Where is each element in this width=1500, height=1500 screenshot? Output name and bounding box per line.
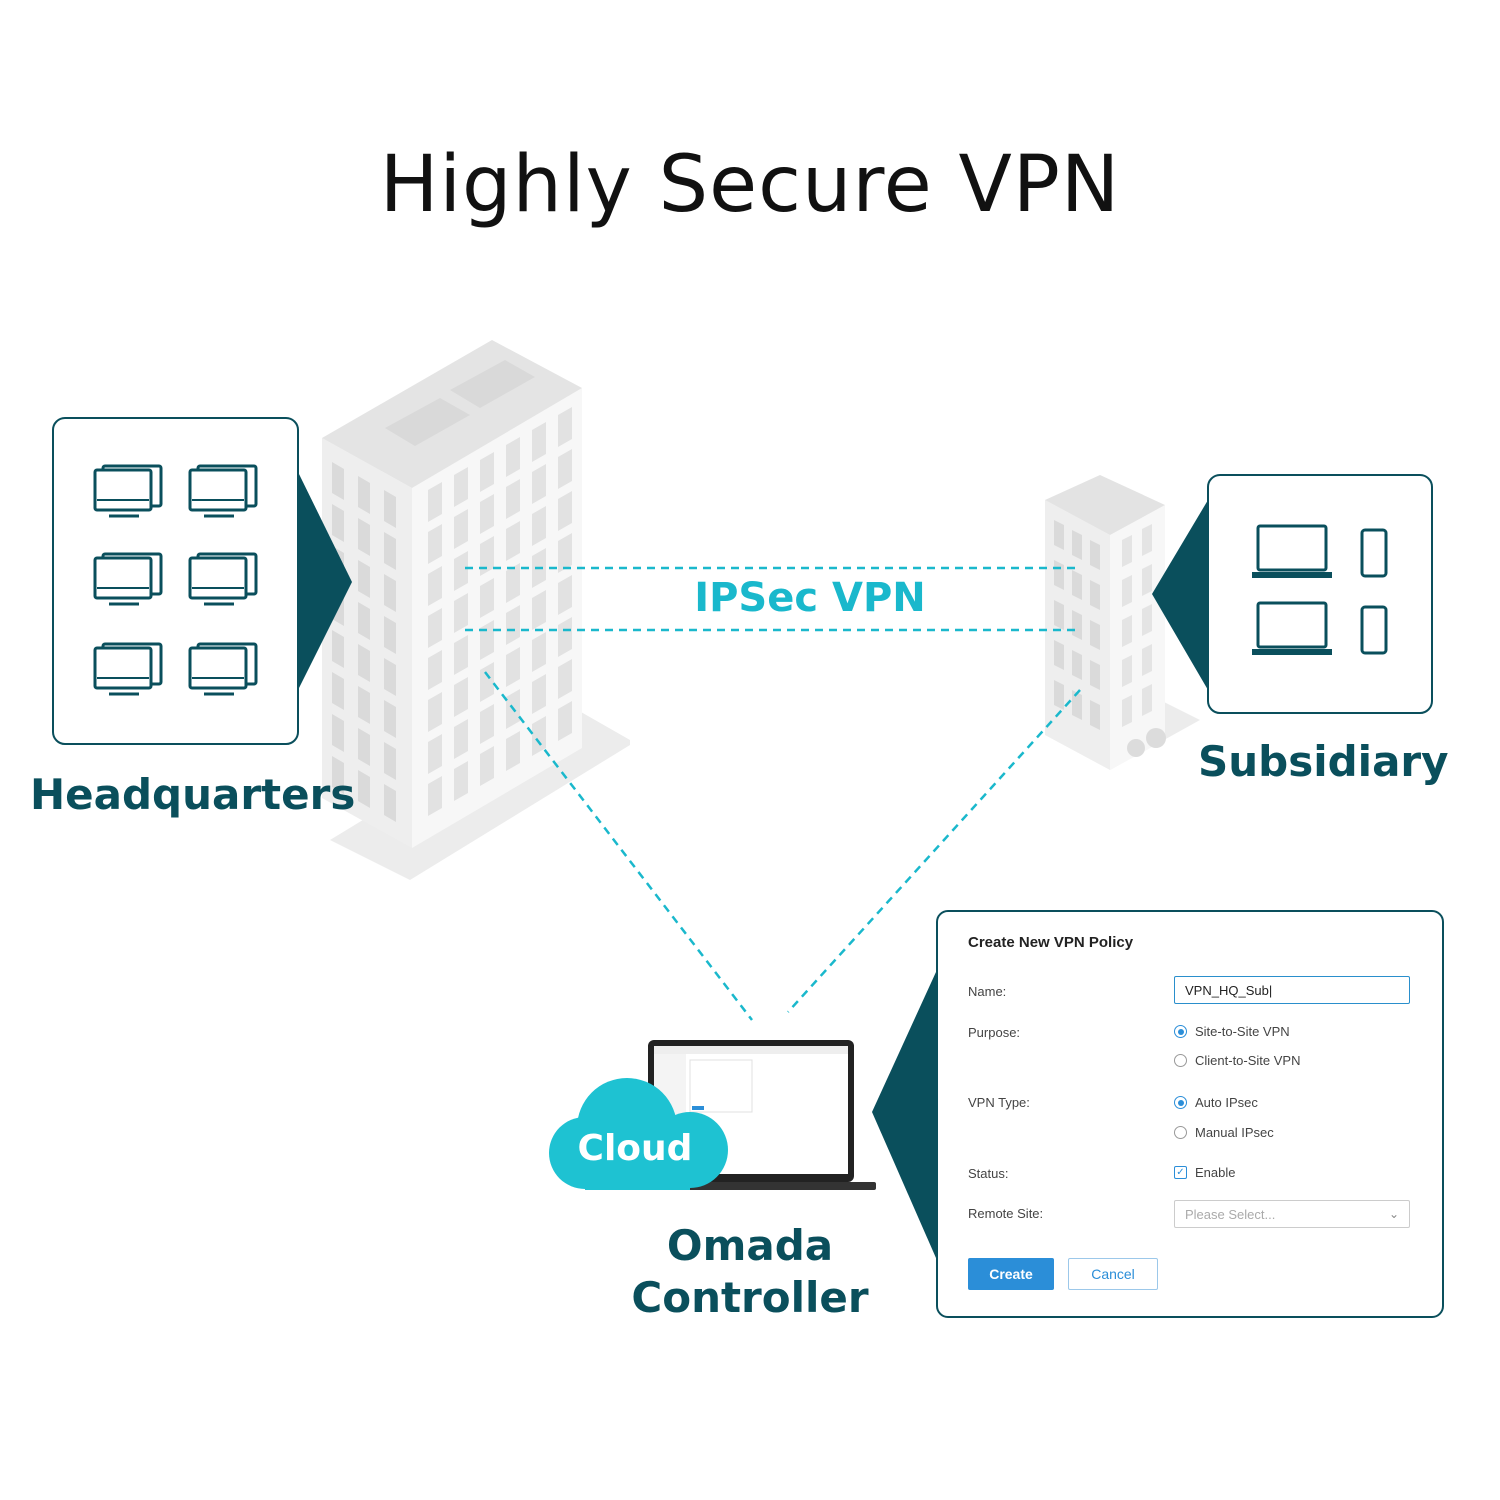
phone-icon (1360, 528, 1388, 578)
vpn-type-option-manual[interactable]: Manual IPsec (1174, 1125, 1274, 1140)
remote-site-placeholder: Please Select... (1185, 1206, 1276, 1222)
headquarters-label: Headquarters (30, 770, 356, 819)
purpose-option-site-to-site[interactable]: Site-to-Site VPN (1174, 1024, 1290, 1039)
hq-devices-panel (52, 417, 352, 745)
create-button[interactable]: Create (968, 1258, 1054, 1290)
ipsec-vpn-tunnel (465, 566, 1080, 632)
controller-label: Omada Controller (600, 1220, 900, 1324)
cloud-label: Cloud (577, 1128, 693, 1169)
subsidiary-label: Subsidiary (1198, 737, 1449, 786)
controller-links (484, 671, 1081, 1021)
chevron-down-icon: ⌄ (1388, 1207, 1399, 1221)
remote-site-label: Remote Site: (968, 1206, 1044, 1221)
laptop-icon (1252, 601, 1332, 655)
purpose-label: Purpose: (968, 1025, 1021, 1040)
laptop-icon (1252, 524, 1332, 578)
status-label: Status: (968, 1166, 1009, 1181)
ipsec-vpn-label: IPSec VPN (694, 575, 926, 621)
name-field[interactable] (1174, 976, 1410, 1004)
radio-unselected-icon[interactable] (1174, 1126, 1187, 1139)
cancel-button[interactable]: Cancel (1068, 1258, 1158, 1290)
purpose-option-label: Site-to-Site VPN (1195, 1024, 1290, 1039)
status-option-label: Enable (1195, 1165, 1236, 1180)
headquarters-building (322, 340, 582, 848)
purpose-option-label: Client-to-Site VPN (1195, 1053, 1301, 1068)
desktop-computer-icon (188, 552, 258, 606)
controller-label-line-2: Controller (631, 1273, 869, 1322)
radio-selected-icon[interactable] (1174, 1096, 1187, 1109)
vpn-type-label: VPN Type: (968, 1095, 1030, 1110)
desktop-computer-icon (93, 642, 163, 696)
desktop-computer-icon (188, 642, 258, 696)
phone-icon (1360, 605, 1388, 655)
purpose-option-client-to-site[interactable]: Client-to-Site VPN (1174, 1053, 1300, 1068)
cloud-icon (549, 1078, 728, 1190)
status-enable-checkbox[interactable]: ✓ Enable (1174, 1165, 1235, 1180)
subsidiary-building (1045, 475, 1200, 770)
desktop-computer-icon (93, 552, 163, 606)
radio-selected-icon[interactable] (1174, 1025, 1187, 1038)
vpn-type-option-label: Auto IPsec (1195, 1095, 1258, 1110)
checkbox-checked-icon[interactable]: ✓ (1174, 1166, 1187, 1179)
vpn-policy-dialog: Create New VPN Policy Name: Purpose: Sit… (936, 910, 1444, 1318)
radio-unselected-icon[interactable] (1174, 1054, 1187, 1067)
dialog-pointer (872, 972, 936, 1258)
desktop-computer-icon (93, 464, 163, 518)
page-title: Highly Secure VPN (379, 140, 1121, 230)
subsidiary-devices-panel (1152, 474, 1433, 714)
vpn-type-option-label: Manual IPsec (1195, 1125, 1274, 1140)
vpn-type-option-auto[interactable]: Auto IPsec (1174, 1095, 1258, 1110)
dialog-title: Create New VPN Policy (968, 934, 1134, 951)
desktop-computer-icon (188, 464, 258, 518)
remote-site-select[interactable]: Please Select... ⌄ (1174, 1200, 1410, 1228)
name-label: Name: (968, 984, 1007, 999)
controller-label-line-1: Omada (666, 1221, 834, 1270)
